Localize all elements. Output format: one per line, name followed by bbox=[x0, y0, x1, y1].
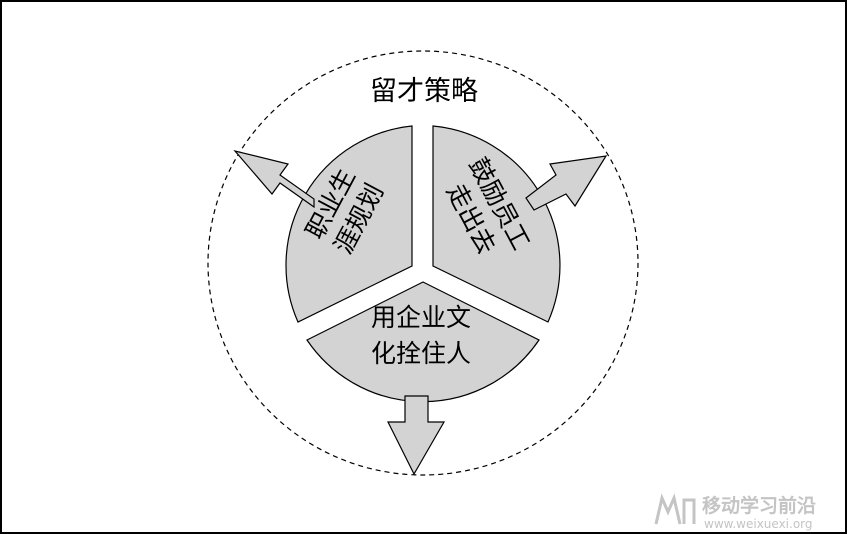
watermark-logo-icon bbox=[654, 493, 696, 525]
arrow-bottom bbox=[387, 395, 446, 476]
outer-dashed-circle bbox=[207, 50, 639, 476]
segment-career-planning bbox=[285, 125, 413, 323]
watermark-brand: 移动学习前沿 bbox=[702, 494, 816, 517]
segment-company-culture bbox=[306, 281, 540, 403]
diagram-title: 留才策略 bbox=[370, 76, 478, 107]
arrow-upper-left bbox=[233, 149, 315, 209]
arrow-upper-right bbox=[525, 155, 608, 211]
watermark-url: www.weixuexi.org bbox=[704, 517, 813, 531]
segment-company-culture-line2: 化拴住人 bbox=[371, 339, 471, 368]
segment-company-culture-line1: 用企业文 bbox=[371, 303, 471, 332]
